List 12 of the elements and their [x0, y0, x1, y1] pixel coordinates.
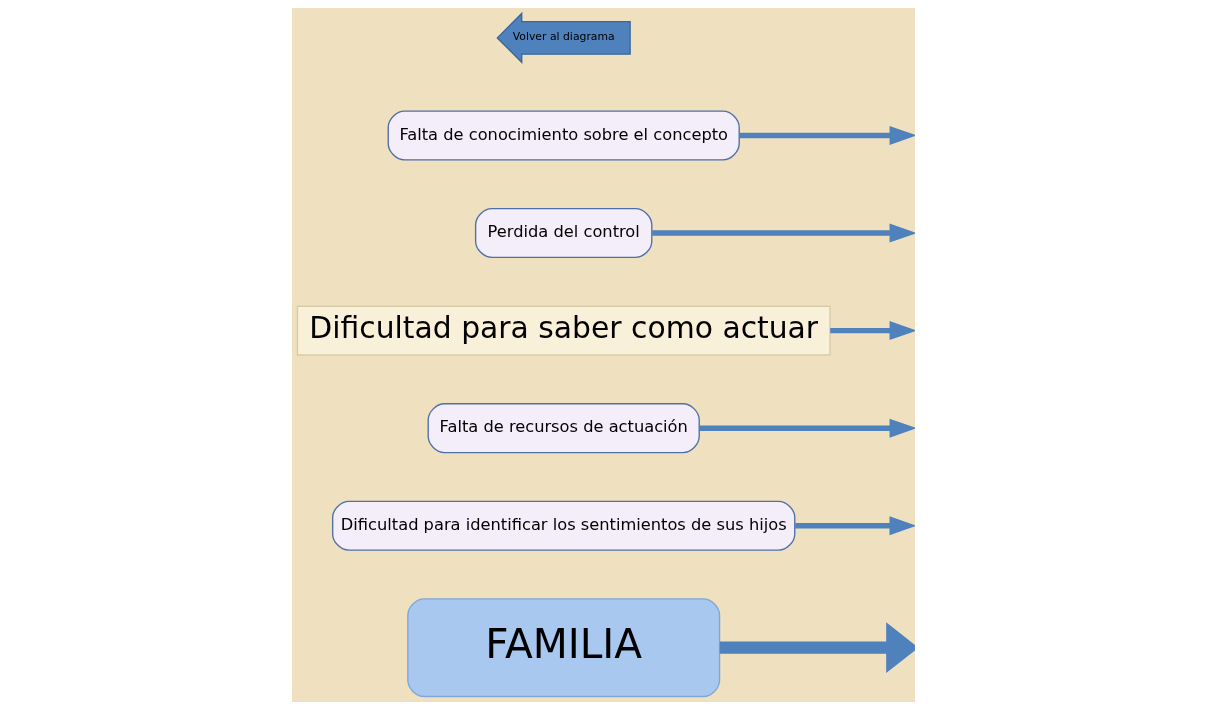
- node-box: FAMILIA: [406, 598, 720, 698]
- arrow: [738, 125, 915, 145]
- node-box: Falta de recursos de actuación: [427, 403, 700, 454]
- node-box: Perdida del control: [474, 207, 652, 259]
- arrow: [829, 321, 915, 341]
- arrow: [698, 418, 915, 438]
- arrow: [719, 622, 915, 674]
- node-box: Dificultad para identificar los sentimientos de sus hijos: [331, 500, 795, 551]
- node-box: Falta de conocimiento sobre el concepto: [387, 110, 740, 161]
- arrow: [651, 223, 915, 243]
- arrow: [794, 516, 915, 536]
- node-box: Dificultad para saber como actuar: [296, 305, 831, 356]
